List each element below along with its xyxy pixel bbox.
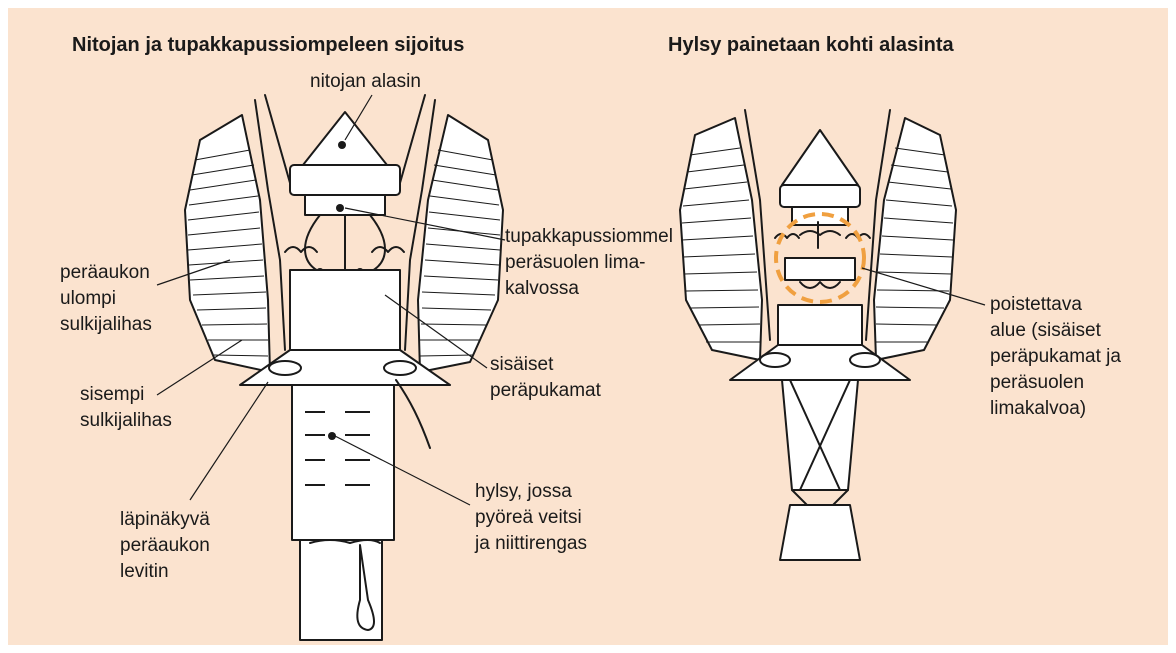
label-anvil: nitojan alasin [310,71,421,92]
label-housing: hylsy, jossa pyöreä veitsi ja niittireng… [474,481,587,554]
left-title: Nitojan ja tupakkapussiompeleen sijoitus [72,34,464,56]
right-title: Hylsy painetaan kohti alasinta [668,34,955,56]
